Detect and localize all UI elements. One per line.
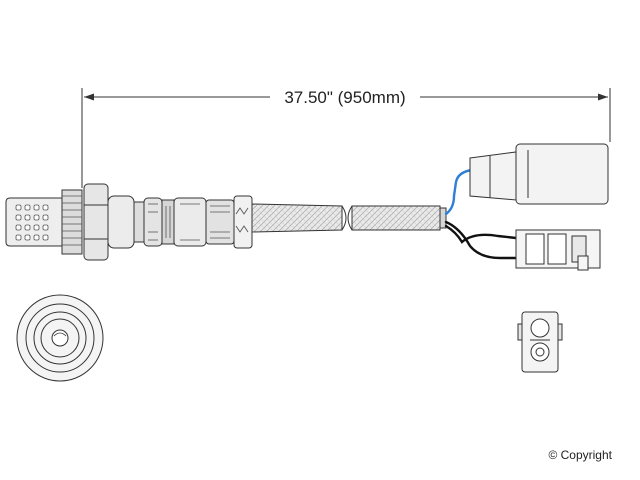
connector-wires <box>444 168 518 260</box>
connector-face-icon <box>517 311 563 373</box>
dimension-line <box>81 88 611 188</box>
wire-harness <box>251 203 447 233</box>
sensor-end-view-icon <box>16 294 104 382</box>
oxygen-sensor-icon <box>5 183 253 261</box>
dimension-label: 37.50" (950mm) <box>284 88 405 107</box>
connector-icon <box>469 143 609 205</box>
copyright-notice: © Copyright <box>548 448 612 462</box>
connector-icon <box>515 229 601 271</box>
tip-holes <box>15 204 49 241</box>
